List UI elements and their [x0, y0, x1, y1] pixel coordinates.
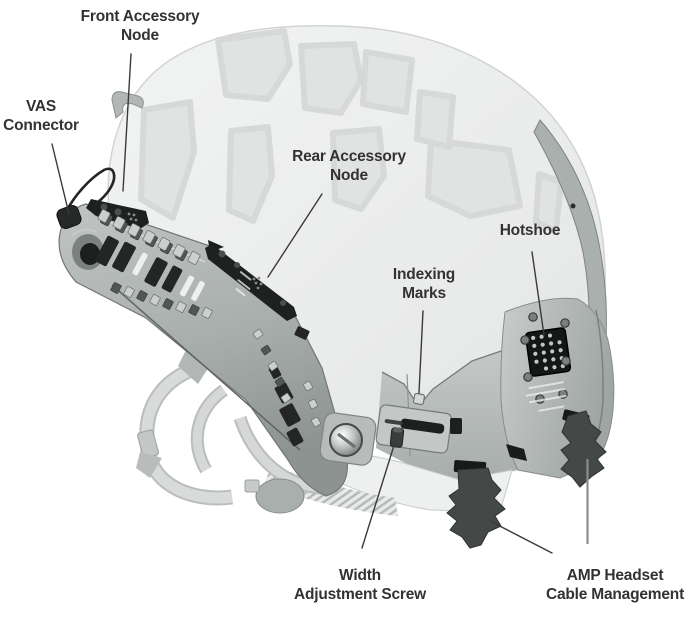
label-indexing-marks: Indexing Marks [392, 266, 456, 302]
panel-hook [506, 444, 527, 461]
rail-stamp-text [235, 271, 252, 297]
front-accessory-node-part [86, 199, 149, 229]
leader-width-adjustment-screw [361, 438, 397, 549]
leader-indexing-marks [418, 310, 424, 394]
hotshoe [524, 327, 572, 377]
suspension-band [375, 347, 518, 482]
strap-adjuster [244, 479, 260, 493]
vas-connector-part [56, 205, 82, 229]
label-rear-accessory-node: Rear Accessory Node [292, 148, 406, 184]
band-slot [450, 418, 462, 434]
strap-fitting [136, 452, 162, 478]
leader-front-accessory-node [122, 53, 132, 192]
leader-amp-diagonal [489, 520, 553, 554]
indexing-mark [412, 392, 426, 406]
velcro-patches [138, 28, 564, 234]
leader-rear-accessory-node [267, 193, 323, 278]
leader-lines [51, 53, 589, 554]
rail-teeth-upper [97, 209, 201, 265]
vas-bungee [64, 167, 116, 213]
width-adjustment-screw [389, 427, 405, 448]
label-amp-headset-cable-management: AMP Headset Cable Management [545, 567, 685, 603]
rail-notches-lower [110, 282, 213, 319]
front-rail [56, 167, 348, 497]
strap-pad [255, 478, 305, 514]
label-front-accessory-node: Front Accessory Node [80, 8, 200, 44]
rear-accessory-node-part [205, 240, 297, 321]
rail-lower-section [252, 326, 321, 447]
cable-clip-left [446, 467, 506, 549]
rail-cutouts [95, 235, 205, 301]
cable-clip-right [560, 410, 607, 488]
hotshoe-pins [531, 333, 565, 371]
label-hotshoe: Hotshoe [499, 222, 561, 239]
leader-hotshoe [531, 251, 545, 336]
brow-hook [111, 91, 144, 119]
helmet-shell [107, 24, 606, 467]
label-width-adjustment-screw: Width Adjustment Screw [293, 567, 427, 603]
panel-stamp-text [525, 381, 567, 412]
dial-screw [319, 412, 377, 466]
leader-vas-connector [51, 143, 70, 215]
amp-cable-clips [446, 409, 607, 549]
label-vas-connector: VAS Connector [3, 98, 79, 134]
